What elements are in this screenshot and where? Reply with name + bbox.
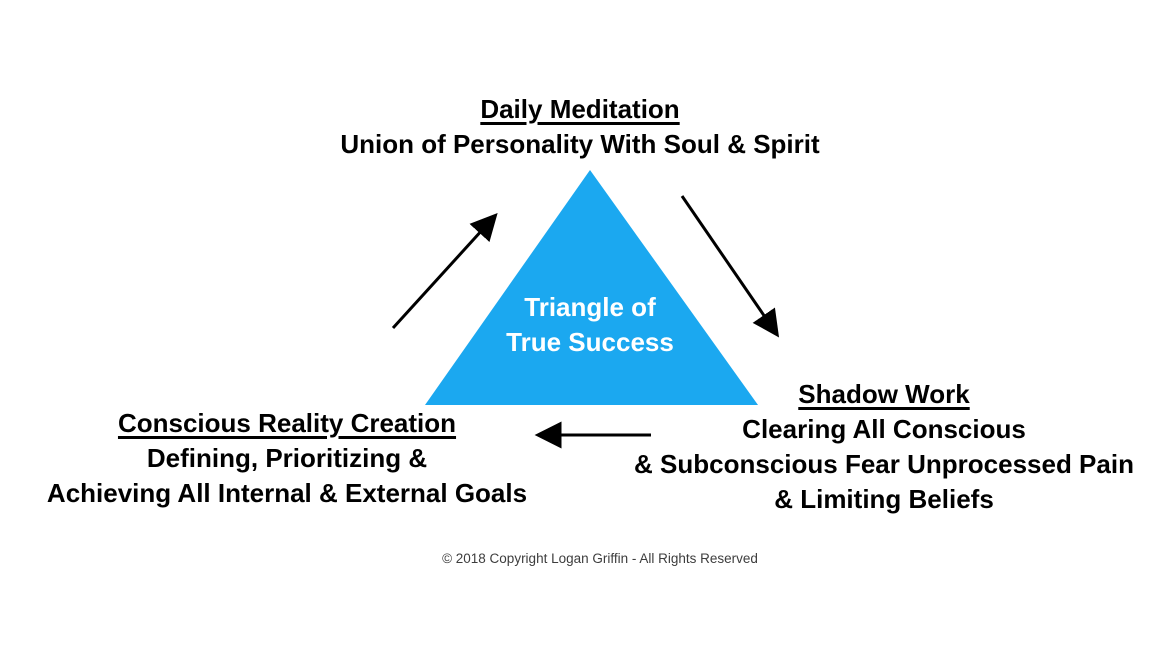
left-node-line2: Achieving All Internal & External Goals	[46, 478, 528, 508]
triangle-label-line1: Triangle of	[524, 292, 656, 322]
right-node-line1: Clearing All Conscious	[742, 414, 1026, 444]
right-node-label: Shadow Work Clearing All Conscious & Sub…	[634, 377, 1134, 517]
triangle-label-line2: True Success	[506, 327, 674, 357]
left-node-heading: Conscious Reality Creation	[117, 408, 457, 438]
left-node-label: Conscious Reality Creation Defining, Pri…	[47, 406, 527, 511]
triangle-shape	[425, 170, 758, 405]
triangle-label: Triangle of True Success	[506, 290, 674, 360]
left-node-line1: Defining, Prioritizing &	[146, 443, 428, 473]
copyright-text: © 2018 Copyright Logan Griffin - All Rig…	[442, 551, 758, 566]
right-node-heading: Shadow Work	[798, 379, 970, 409]
top-node-subtitle: Union of Personality With Soul & Spirit	[340, 129, 820, 159]
right-node-line2: & Subconscious Fear Unprocessed Pain	[634, 449, 1134, 479]
top-node-heading: Daily Meditation	[480, 94, 680, 124]
arrow-up-right-icon	[391, 213, 498, 330]
arrow-down-right-icon	[680, 195, 780, 338]
right-node-line3: & Limiting Beliefs	[774, 484, 994, 514]
top-node-label: Daily Meditation Union of Personality Wi…	[340, 92, 819, 162]
